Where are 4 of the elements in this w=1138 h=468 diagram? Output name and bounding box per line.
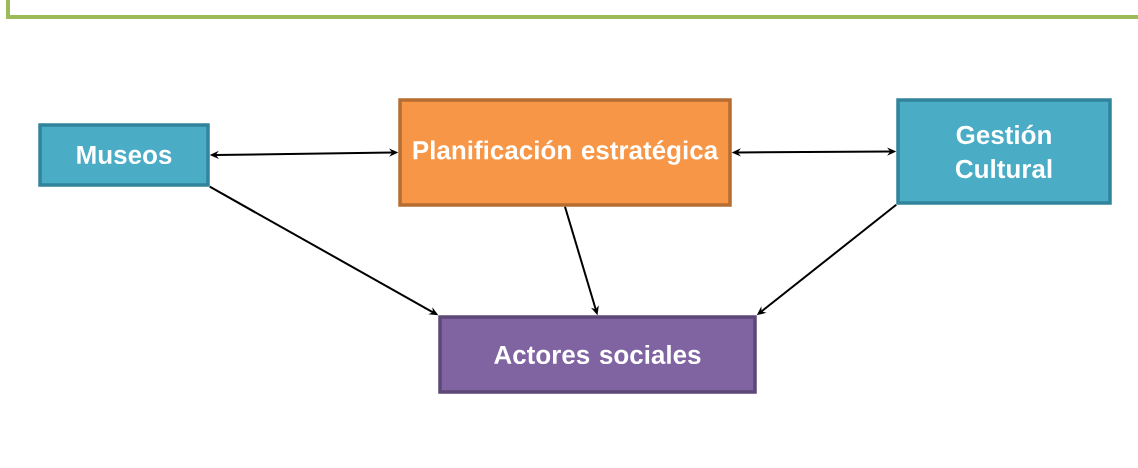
box: Gestión Cultural (896, 98, 1112, 205)
box: Planificación estratégica (398, 98, 732, 207)
box: Actores sociales (438, 315, 757, 394)
box: Museos (38, 123, 210, 187)
